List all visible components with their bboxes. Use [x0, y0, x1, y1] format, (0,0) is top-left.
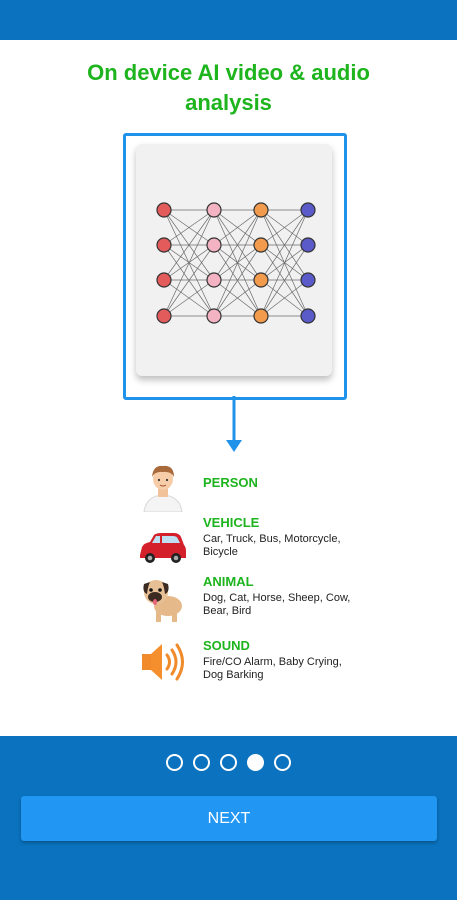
network-edge: [260, 244, 309, 317]
network-node: [156, 237, 172, 253]
network-edge: [163, 209, 215, 281]
network-node: [206, 272, 222, 288]
network-edge: [260, 279, 309, 317]
network-node: [253, 308, 269, 324]
network-edge: [163, 244, 215, 317]
person-icon: [143, 465, 183, 512]
page-dot[interactable]: [166, 754, 183, 771]
network-node: [206, 202, 222, 218]
dog-icon: [143, 580, 182, 622]
page-dot[interactable]: [193, 754, 210, 771]
network-node: [206, 308, 222, 324]
description-line: Bear, Bird: [203, 605, 252, 617]
animal-text: ANIMAL Dog, Cat, Horse, Sheep, Cow, Bear…: [203, 574, 403, 618]
category-label: PERSON: [203, 475, 258, 490]
network-edge: [260, 209, 309, 317]
network-edge: [163, 209, 215, 317]
description-line: Fire/CO Alarm, Baby Crying,: [203, 656, 342, 668]
network-node: [206, 237, 222, 253]
description-line: Car, Truck, Bus, Motorcycle,: [203, 533, 341, 545]
vehicle-text: VEHICLE Car, Truck, Bus, Motorcycle, Bic…: [203, 515, 403, 559]
network-node: [300, 237, 316, 253]
network-node: [253, 272, 269, 288]
page-indicator: [0, 754, 457, 771]
category-label: ANIMAL: [203, 574, 254, 589]
neural-network-card: [136, 144, 332, 376]
page-dot[interactable]: [274, 754, 291, 771]
network-edge: [163, 209, 215, 246]
next-button[interactable]: NEXT: [21, 796, 437, 841]
page-title: On device AI video & audio analysis: [0, 58, 457, 118]
page-dot[interactable]: [247, 754, 264, 771]
network-edge: [213, 209, 262, 281]
network-edge: [260, 209, 309, 246]
neural-network-frame: [123, 133, 347, 400]
title-line-2: analysis: [185, 90, 272, 115]
neural-network-diagram: [156, 202, 316, 324]
network-node: [300, 308, 316, 324]
person-text: PERSON: [203, 475, 403, 491]
down-arrow-icon: [226, 396, 242, 452]
network-edge: [163, 279, 215, 317]
category-label: SOUND: [203, 638, 250, 653]
category-description: Fire/CO Alarm, Baby Crying, Dog Barking: [203, 656, 403, 682]
network-node: [300, 202, 316, 218]
network-node: [156, 272, 172, 288]
network-node: [253, 237, 269, 253]
category-description: Car, Truck, Bus, Motorcycle, Bicycle: [203, 533, 403, 559]
status-bar: [0, 0, 457, 40]
network-node: [156, 308, 172, 324]
network-edge: [213, 209, 262, 246]
network-edge: [260, 209, 309, 281]
category-label: VEHICLE: [203, 515, 260, 530]
category-description: Dog, Cat, Horse, Sheep, Cow, Bear, Bird: [203, 592, 403, 618]
network-node: [156, 202, 172, 218]
network-edge: [213, 279, 262, 317]
page-dot[interactable]: [220, 754, 237, 771]
speaker-icon: [142, 643, 184, 681]
network-edge: [213, 244, 262, 317]
sound-text: SOUND Fire/CO Alarm, Baby Crying, Dog Ba…: [203, 638, 403, 682]
description-line: Bicycle: [203, 546, 238, 558]
network-edge: [213, 209, 262, 317]
network-node: [300, 272, 316, 288]
car-icon: [140, 533, 186, 563]
title-line-1: On device AI video & audio: [87, 60, 370, 85]
description-line: Dog, Cat, Horse, Sheep, Cow,: [203, 592, 351, 604]
description-line: Dog Barking: [203, 669, 264, 681]
network-node: [253, 202, 269, 218]
